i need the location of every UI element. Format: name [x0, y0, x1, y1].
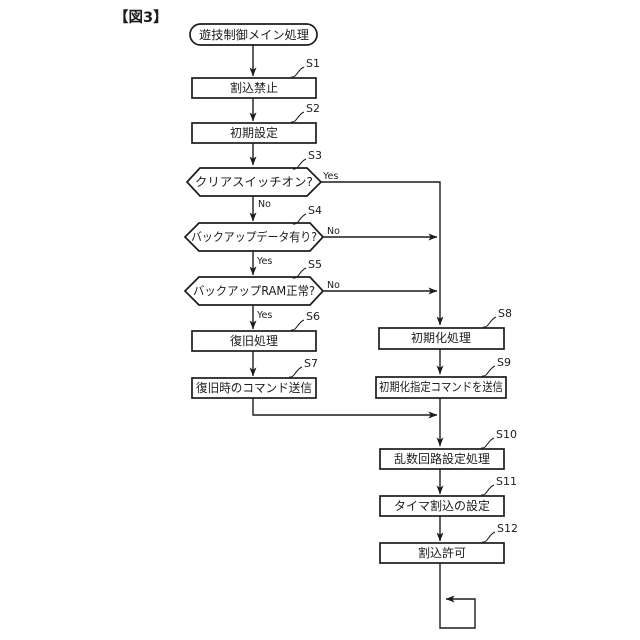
- node-s11: タイマ割込の設定: [379, 495, 505, 517]
- s12-process-shape: [379, 542, 505, 564]
- s8-leader-squiggle: [482, 316, 497, 328]
- s12-step-tag: S12: [497, 522, 518, 535]
- node-s4: バックアップデータ有り?: [183, 222, 325, 252]
- s8-step-tag: S8: [498, 307, 512, 320]
- step-tag-s3: S3: [292, 149, 322, 170]
- figure-title: 【図3】: [114, 9, 168, 26]
- s3-leader-squiggle: [292, 158, 307, 170]
- node-s8: 初期化処理: [378, 327, 505, 350]
- s8-process-shape: [378, 327, 505, 350]
- node-s9: 初期化指定コマンドを送信: [375, 376, 507, 399]
- step-tag-s8: S8: [482, 307, 512, 328]
- s2-step-tag: S2: [306, 102, 320, 115]
- s2-leader-squiggle: [290, 111, 305, 123]
- s1-process-shape: [191, 77, 317, 99]
- s9-process-shape: [375, 376, 507, 399]
- node-s2: 初期設定: [191, 122, 317, 144]
- s10-label: 乱数回路設定処理: [394, 451, 490, 466]
- s1-step-tag: S1: [306, 57, 320, 70]
- s11-label: タイマ割込の設定: [394, 498, 490, 513]
- edge-s7-merge: [252, 398, 438, 419]
- s1-leader-squiggle: [290, 66, 305, 78]
- step-tag-s5: S5: [292, 258, 322, 279]
- s2-process-shape: [191, 122, 317, 144]
- s11-step-tag: S11: [496, 475, 517, 488]
- edge-s3-yes-s8: [321, 181, 444, 326]
- s3-step-tag: S3: [308, 149, 322, 162]
- s7-step-tag: S7: [304, 357, 318, 370]
- s9-label: 初期化指定コマンドを送信: [379, 379, 503, 394]
- s3-no-label: No: [258, 199, 271, 210]
- s12-leader-squiggle: [481, 531, 496, 543]
- step-tag-s10: S10: [480, 428, 517, 449]
- s5-step-tag: S5: [308, 258, 322, 271]
- s10-process-shape: [379, 448, 505, 470]
- s8-label: 初期化処理: [411, 331, 471, 345]
- step-tag-s2: S2: [290, 102, 320, 123]
- s5-no-label: No: [327, 280, 340, 291]
- step-tag-s12: S12: [481, 522, 518, 543]
- s7-label: 復旧時のコマンド送信: [196, 380, 312, 395]
- node-s6: 復旧処理: [191, 330, 317, 352]
- s9-step-tag: S9: [497, 356, 511, 369]
- s12-label: 割込許可: [418, 545, 466, 560]
- s4-decision-shape: [183, 222, 325, 252]
- s3-decision-shape: [185, 167, 323, 197]
- s10-step-tag: S10: [496, 428, 517, 441]
- step-tag-s7: S7: [288, 357, 318, 378]
- s6-process-shape: [191, 330, 317, 352]
- s5-leader-squiggle: [292, 267, 307, 279]
- s5-decision-shape: [183, 276, 325, 306]
- s2-label: 初期設定: [230, 125, 278, 140]
- s5-label: バックアップRAM正常?: [193, 284, 315, 298]
- s4-leader-squiggle: [292, 213, 307, 225]
- s7-leader-squiggle: [288, 366, 303, 378]
- start-terminal-label: 遊技制御メイン処理: [199, 27, 309, 42]
- step-tag-s6: S6: [290, 310, 320, 331]
- s4-step-tag: S4: [308, 204, 322, 217]
- step-tag-s9: S9: [481, 356, 511, 377]
- node-s12: 割込許可: [379, 542, 505, 564]
- step-tag-s11: S11: [480, 475, 517, 496]
- s10-leader-squiggle: [480, 437, 495, 449]
- s11-process-shape: [379, 495, 505, 517]
- node-s5: バックアップRAM正常?: [183, 276, 325, 306]
- start-terminal-shape: [189, 23, 318, 46]
- node-start: 遊技制御メイン処理: [189, 23, 318, 46]
- step-tag-s1: S1: [290, 57, 320, 78]
- s4-label: バックアップデータ有り?: [191, 229, 317, 244]
- node-s1: 割込禁止: [191, 77, 317, 99]
- s9-leader-squiggle: [481, 365, 496, 377]
- node-s10: 乱数回路設定処理: [379, 448, 505, 470]
- s5-yes-label: Yes: [256, 310, 272, 321]
- s1-label: 割込禁止: [230, 80, 278, 95]
- s4-yes-label: Yes: [256, 256, 272, 267]
- step-tag-s4: S4: [292, 204, 322, 225]
- s6-label: 復旧処理: [230, 333, 278, 348]
- s6-step-tag: S6: [306, 310, 320, 323]
- s3-yes-label: Yes: [322, 171, 338, 182]
- node-s3: クリアスイッチオン?: [185, 167, 323, 197]
- s4-no-label: No: [327, 226, 340, 237]
- s7-process-shape: [191, 377, 317, 399]
- s3-label: クリアスイッチオン?: [195, 175, 313, 189]
- node-s7: 復旧時のコマンド送信: [191, 377, 317, 399]
- s6-leader-squiggle: [290, 319, 305, 331]
- edge-s12-loopback: [439, 563, 476, 629]
- s11-leader-squiggle: [480, 484, 495, 496]
